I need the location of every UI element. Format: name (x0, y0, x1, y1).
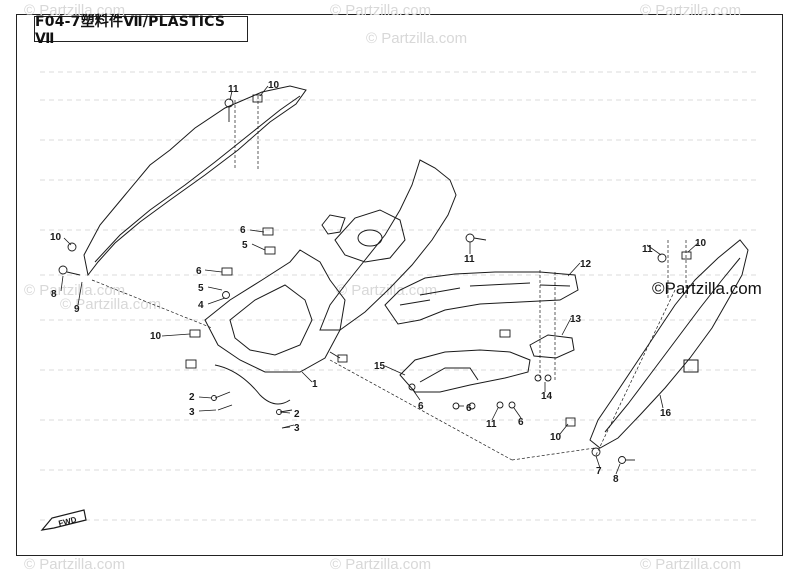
callout-label: 12 (580, 259, 592, 270)
rear-fender-panel-inner (334, 209, 406, 263)
callout-label: 5 (242, 240, 248, 251)
watermark: © Partzilla.com (366, 30, 468, 47)
fasteners (58, 94, 692, 464)
fwd-arrow-icon: FWD (40, 509, 87, 531)
lower-trim-detail (419, 367, 479, 383)
center-tray (204, 249, 346, 373)
diagram-frame (16, 14, 783, 556)
leader-lines (60, 85, 699, 475)
rear-fender-panel (319, 159, 457, 331)
watermark: © Partzilla.com (24, 556, 126, 573)
fwd-label: FWD (58, 515, 78, 528)
left-side-cover (83, 85, 307, 277)
watermark: © Partzilla.com (336, 282, 438, 299)
callout-label: 3 (189, 407, 195, 418)
callout-label: 11 (464, 254, 475, 265)
callout-label: 6 (240, 225, 246, 236)
center-tray-strap (214, 364, 291, 405)
lower-trim-plate (399, 349, 531, 393)
callout-label: 4 (198, 300, 204, 311)
callout-label: 15 (374, 361, 386, 372)
callout-label: 7 (596, 466, 602, 477)
grid-guides (40, 71, 760, 521)
right-side-cover (589, 239, 749, 449)
callout-label: 14 (541, 391, 553, 402)
small-bracket (529, 334, 575, 359)
right-side-cover-edge (604, 257, 741, 433)
callout-label: 3 (294, 423, 300, 434)
callout-label: 10 (550, 432, 562, 443)
callout-label: 2 (189, 392, 195, 403)
callout-label: 11 (228, 84, 239, 95)
callout-label: 9 (74, 304, 80, 315)
callout-label: 11 (642, 244, 653, 255)
watermark: © Partzilla.com (330, 2, 432, 19)
callout-label: 16 (660, 408, 672, 419)
fender-hole (357, 229, 383, 247)
callout-label: 5 (198, 283, 204, 294)
callout-label: 8 (613, 474, 619, 485)
brand-watermark: ©Partzilla.com (652, 279, 762, 298)
callout-label: 8 (51, 289, 57, 300)
left-side-cover-edge (94, 95, 301, 263)
callout-label: 10 (695, 238, 707, 249)
callout-label: 1 (312, 379, 318, 390)
watermark: © Partzilla.com (640, 556, 742, 573)
assembly-lines (91, 96, 687, 461)
watermark: © Partzilla.com (60, 296, 162, 313)
watermark: © Partzilla.com (24, 282, 126, 299)
callout-label: 10 (50, 232, 62, 243)
watermark: © Partzilla.com (330, 556, 432, 573)
right-cover-tab (683, 359, 699, 373)
callout-label: 6 (418, 401, 424, 412)
callout-label: 10 (150, 331, 162, 342)
callouts: 11 10 10 8 9 6 5 6 5 4 10 2 3 2 3 1 11 1… (50, 80, 707, 485)
right-trim-plate (384, 271, 579, 325)
watermark: © Partzilla.com (640, 2, 742, 19)
callout-label: 10 (268, 80, 280, 91)
page-title: F04-7塑料件Ⅶ/PLASTICS Ⅶ (34, 14, 248, 47)
callout-label: 6 (196, 266, 202, 277)
watermark: © Partzilla.com (24, 2, 126, 19)
callout-label: 6 (518, 417, 524, 428)
center-tray-inner (229, 284, 313, 356)
callout-label: 11 (486, 419, 497, 430)
callout-label: 2 (294, 409, 300, 420)
callout-label: 6 (466, 403, 472, 414)
fender-top-cap (321, 214, 346, 235)
callout-label: 13 (570, 314, 582, 325)
right-trim-plate-ribs (399, 282, 571, 306)
